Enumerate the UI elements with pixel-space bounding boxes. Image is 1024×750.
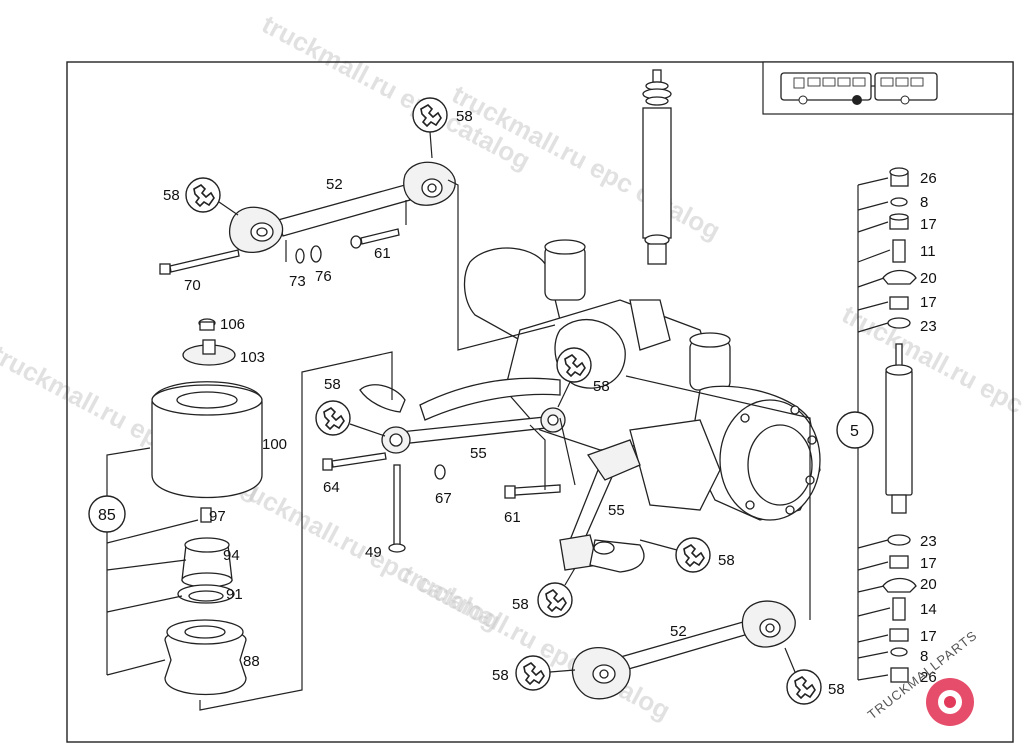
callout-17: 17 bbox=[920, 555, 937, 572]
watermark-text: truckmall.ru epc catalog bbox=[447, 79, 725, 246]
callout-17: 17 bbox=[920, 628, 937, 645]
shock-absorber-upper bbox=[642, 69, 672, 265]
callout-58: 58 bbox=[324, 376, 341, 393]
callout-20: 20 bbox=[920, 270, 937, 287]
callout-49: 49 bbox=[365, 544, 382, 561]
wrench-icon bbox=[315, 400, 351, 436]
axle-housing bbox=[359, 239, 821, 521]
callout-103: 103 bbox=[240, 349, 265, 366]
shock-absorber-right bbox=[882, 167, 917, 683]
callout-88: 88 bbox=[243, 653, 260, 670]
callout-94: 94 bbox=[223, 547, 240, 564]
wrench-icon bbox=[515, 655, 551, 691]
callout-14: 14 bbox=[920, 601, 937, 618]
bracket-85 bbox=[88, 447, 199, 676]
wrench-icon bbox=[412, 97, 448, 133]
callout-106: 106 bbox=[220, 316, 245, 333]
callout-58: 58 bbox=[593, 378, 610, 395]
washer-73-76 bbox=[295, 245, 322, 264]
callout-100: 100 bbox=[262, 436, 287, 453]
callout-58: 58 bbox=[718, 552, 735, 569]
bracket-5 bbox=[836, 177, 891, 681]
callout-52: 52 bbox=[326, 176, 343, 193]
callout-circle-5 bbox=[836, 411, 874, 449]
callout-5: 5 bbox=[850, 423, 859, 440]
callout-64: 64 bbox=[323, 479, 340, 496]
bolt-61-upper bbox=[350, 228, 400, 249]
air-spring-assembly bbox=[151, 318, 263, 696]
bolt-61-lower bbox=[504, 484, 561, 499]
wrench-icon bbox=[537, 582, 573, 618]
callout-20: 20 bbox=[920, 576, 937, 593]
callout-85: 85 bbox=[98, 507, 116, 524]
wrench-icon bbox=[786, 669, 822, 705]
callout-67: 67 bbox=[435, 490, 452, 507]
callout-23: 23 bbox=[920, 533, 937, 550]
callout-11: 11 bbox=[920, 243, 936, 260]
diagonal-rod-55 bbox=[559, 439, 645, 573]
callout-26: 26 bbox=[920, 170, 937, 187]
watermark-text: truckmall.ru epc catalog bbox=[397, 559, 675, 726]
washer-67 bbox=[434, 464, 446, 480]
articulated-bus-icon bbox=[762, 61, 1014, 115]
callout-73: 73 bbox=[289, 273, 306, 290]
callout-58: 58 bbox=[828, 681, 845, 698]
callout-17: 17 bbox=[920, 216, 937, 233]
leader-line bbox=[447, 179, 556, 351]
lower-link-rod-assembly bbox=[571, 600, 796, 700]
wrench-icon bbox=[185, 177, 221, 213]
callout-17: 17 bbox=[920, 294, 937, 311]
callout-58: 58 bbox=[456, 108, 473, 125]
bolt-70 bbox=[159, 249, 240, 275]
bolt-64 bbox=[322, 452, 387, 471]
lateral-rod-55 bbox=[381, 407, 566, 454]
callout-61: 61 bbox=[374, 245, 391, 262]
callout-58: 58 bbox=[512, 596, 529, 613]
callout-23: 23 bbox=[920, 318, 937, 335]
wrench-icon bbox=[675, 537, 711, 573]
upper-link-rod-assembly bbox=[228, 161, 456, 262]
callout-55: 55 bbox=[470, 445, 487, 462]
callout-55: 55 bbox=[608, 502, 625, 519]
diagram-frame bbox=[66, 61, 1014, 743]
leader-line bbox=[529, 424, 546, 490]
callout-circle-85 bbox=[88, 495, 126, 533]
callout-76: 76 bbox=[315, 268, 332, 285]
watermark-text: truckmall.ru epc catalog bbox=[257, 9, 535, 176]
callout-58: 58 bbox=[492, 667, 509, 684]
callout-91: 91 bbox=[226, 586, 243, 603]
leader-line bbox=[559, 417, 576, 486]
leader-line bbox=[199, 351, 393, 711]
bolt-49 bbox=[388, 464, 406, 553]
callout-26: 26 bbox=[920, 669, 937, 686]
callout-labels: 58 58 52 70 73 76 61 106 103 100 85 97 9… bbox=[98, 108, 937, 698]
callout-52: 52 bbox=[670, 623, 687, 640]
callout-8: 8 bbox=[920, 648, 928, 665]
callout-70: 70 bbox=[184, 277, 201, 294]
callout-58: 58 bbox=[163, 187, 180, 204]
leader-line bbox=[625, 375, 811, 620]
callout-97: 97 bbox=[209, 508, 226, 525]
wrench-icon bbox=[556, 347, 592, 383]
callout-61: 61 bbox=[504, 509, 521, 526]
callout-8: 8 bbox=[920, 194, 928, 211]
